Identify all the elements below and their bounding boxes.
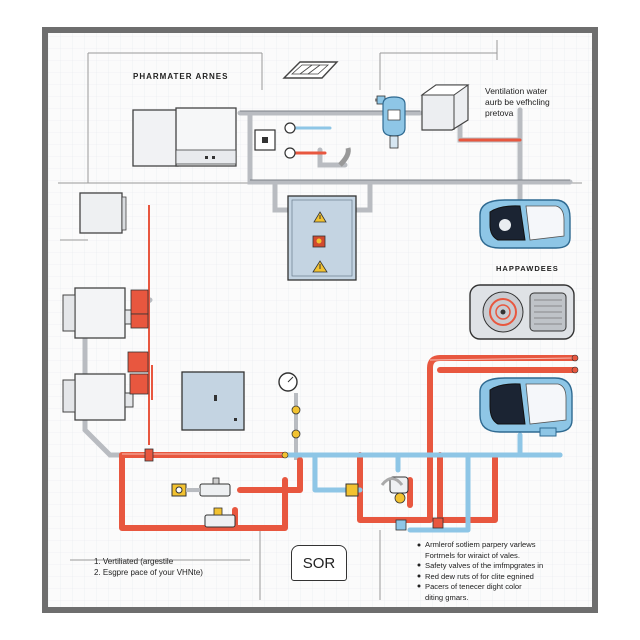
note-item: Pacers of tenecer dight color bbox=[425, 582, 522, 591]
note-item: Fortrnels for wiraict of vales. bbox=[425, 550, 520, 560]
valve-icon bbox=[204, 507, 236, 528]
warning-icon bbox=[312, 260, 328, 273]
pump-unit-lower bbox=[62, 351, 149, 421]
note-item: Armlerof sotliem parpery varlews bbox=[425, 540, 536, 549]
elbow-fitting bbox=[338, 147, 351, 167]
top-left-title: PHARMATER ARNES bbox=[133, 72, 229, 81]
left-notes: 1. Vertiliated (argestile 2. Esgpre pace… bbox=[94, 557, 203, 578]
water-heater-icon bbox=[479, 199, 571, 249]
ventilation-note-line: pretova bbox=[485, 108, 514, 118]
check-valve-icon bbox=[432, 517, 444, 529]
warning-icon bbox=[313, 211, 327, 223]
note-item: Safety valves of the imfmpgrates in bbox=[425, 561, 544, 570]
pump-unit-upper bbox=[62, 287, 149, 339]
top-left-cabinets bbox=[132, 107, 237, 167]
valve-panel bbox=[254, 122, 296, 159]
cold-water-loop bbox=[282, 432, 563, 533]
right-section-title: HAPPAWDEES bbox=[496, 264, 559, 273]
storage-cabinet bbox=[79, 192, 123, 234]
note-item: 2. Esgpre pace of your VHNte) bbox=[94, 567, 203, 577]
check-valve-icon bbox=[395, 519, 407, 531]
top-supply-lines bbox=[288, 126, 522, 155]
note-item: 1. Vertiliated (argestile bbox=[94, 557, 174, 566]
note-item: diting gmars. bbox=[425, 592, 469, 602]
ventilation-note: Ventilation water aurb be vefhcling pret… bbox=[485, 86, 550, 119]
control-panel bbox=[181, 371, 245, 431]
electrical-panel bbox=[287, 195, 357, 281]
valve-icon bbox=[345, 476, 409, 504]
expansion-tank-icon bbox=[375, 95, 406, 149]
sor-box: SOR bbox=[291, 545, 347, 581]
heat-exchanger-unit bbox=[420, 84, 470, 131]
valve-icon bbox=[171, 477, 231, 497]
note-item: Red dew ruts of for clite egnined bbox=[425, 571, 534, 581]
ceiling-vent-icon bbox=[282, 61, 339, 79]
ventilation-note-line: Ventilation water bbox=[485, 86, 548, 96]
pressure-gauge-icon bbox=[278, 372, 301, 460]
right-notes: Armlerof sotliem parpery varlews Fortrne… bbox=[425, 540, 543, 603]
ventilation-note-line: aurb be vefhcling bbox=[485, 97, 550, 107]
room-walls bbox=[58, 40, 582, 600]
water-heater-icon bbox=[479, 377, 573, 437]
fan-icon bbox=[469, 284, 575, 340]
